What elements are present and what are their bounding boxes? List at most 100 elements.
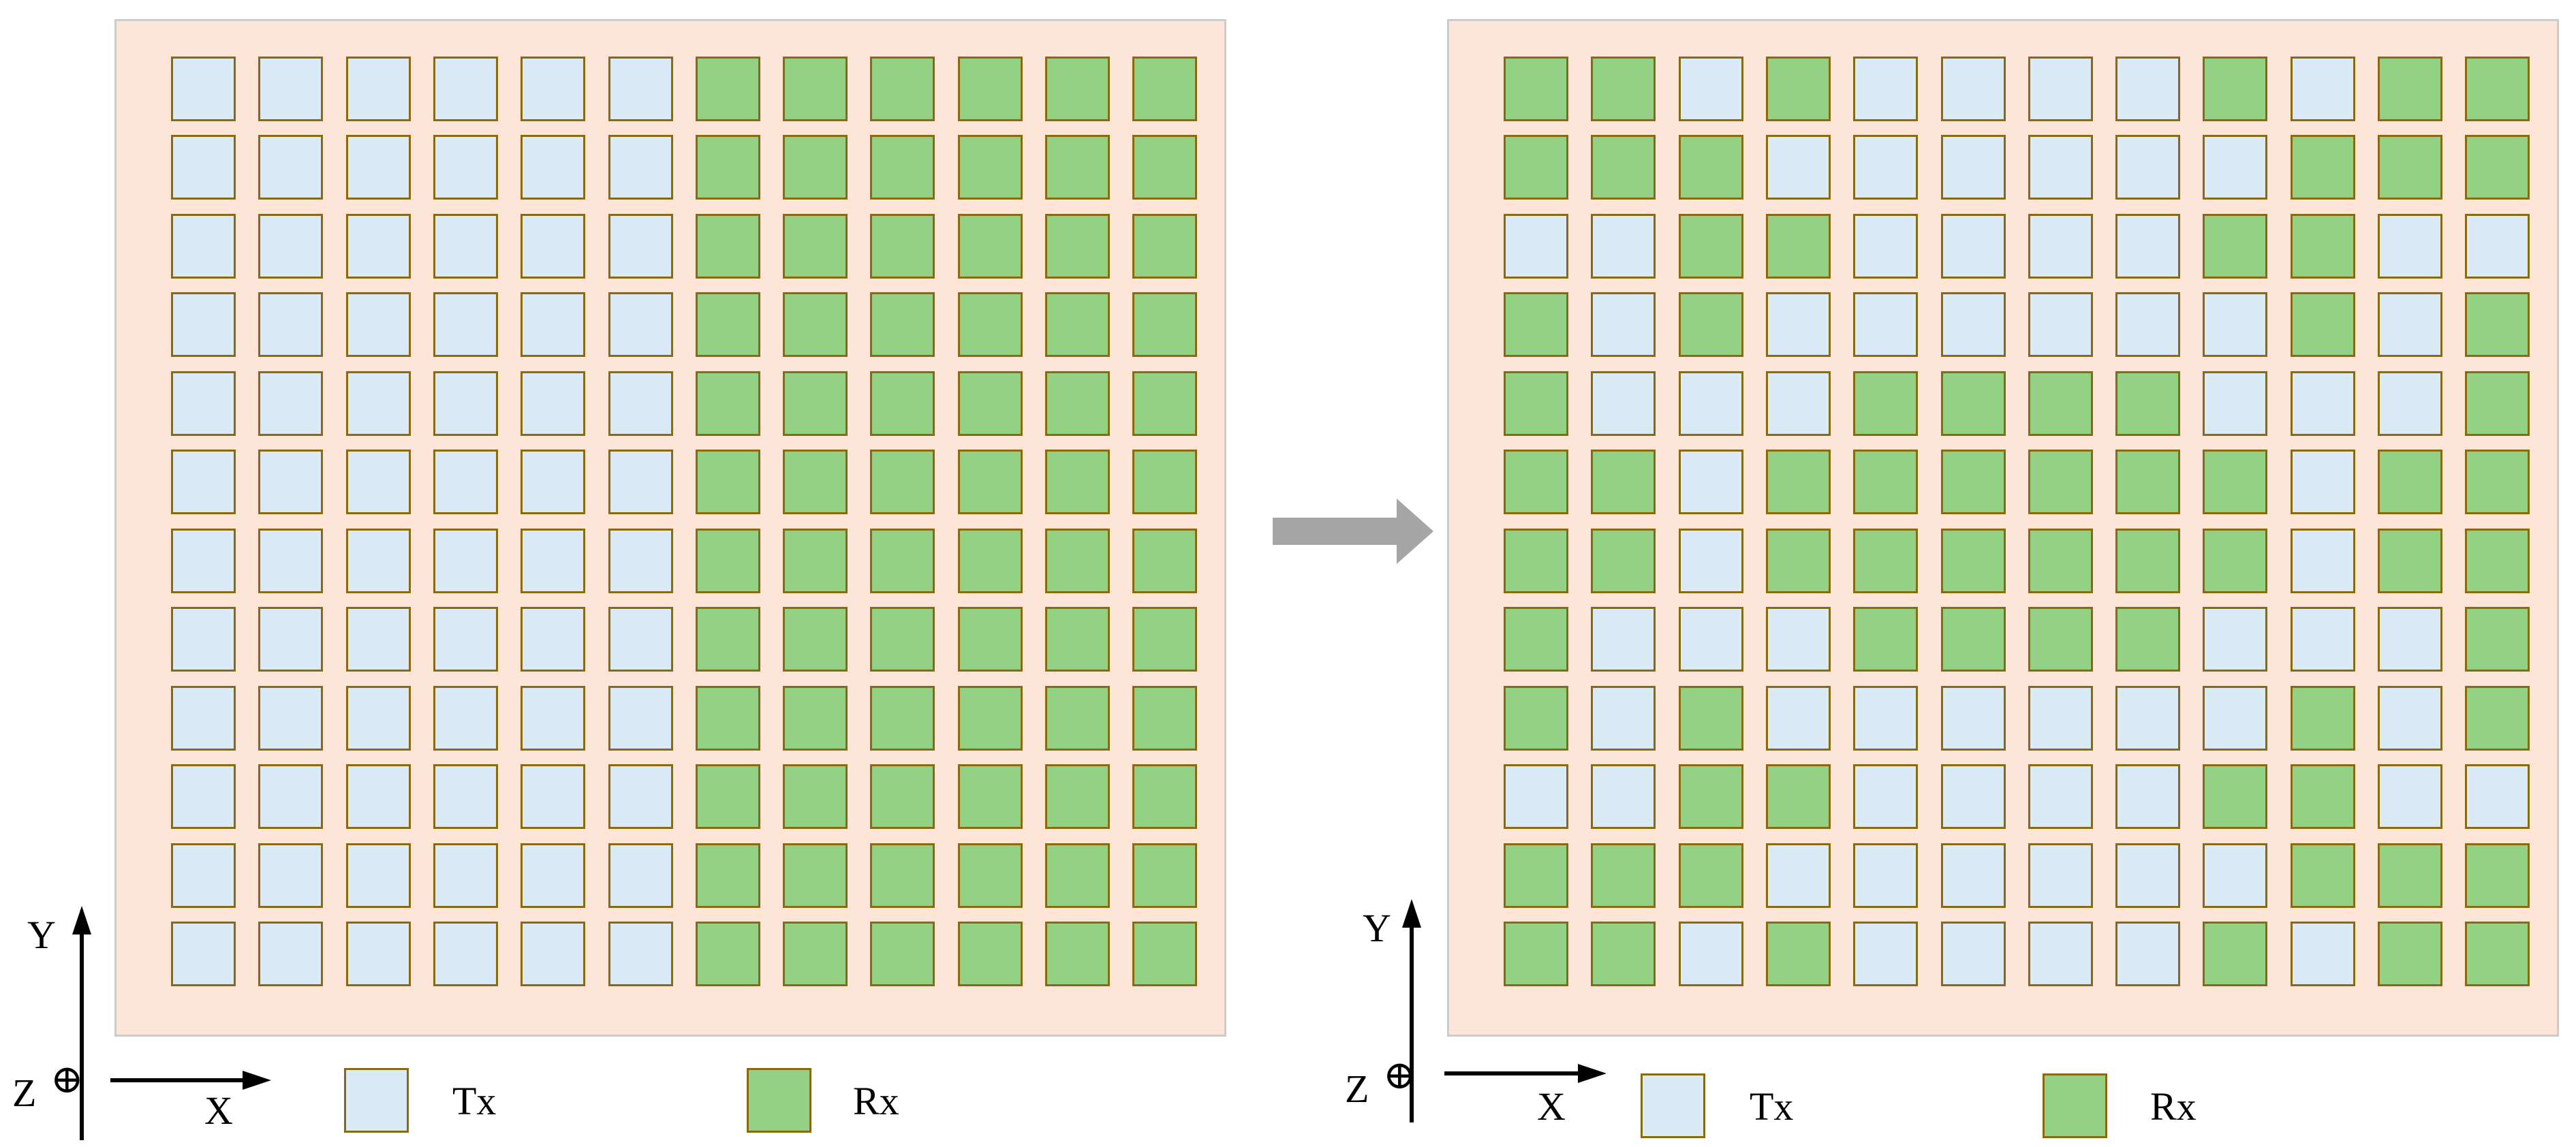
right-rx-element — [1679, 292, 1743, 357]
left-tx-element — [346, 529, 411, 593]
left-tx-element — [171, 686, 236, 751]
left-tx-element — [521, 764, 585, 829]
right-tx-element — [1766, 843, 1831, 908]
right-z-axis-label: Z — [1345, 1067, 1369, 1111]
right-rx-element — [2378, 529, 2442, 593]
left-rx-element — [1045, 764, 1110, 829]
right-rx-element — [1941, 529, 2006, 593]
right-rx-element — [1679, 764, 1743, 829]
right-rx-element — [2378, 57, 2442, 121]
right-tx-element — [2378, 686, 2442, 751]
right-tx-element — [1766, 371, 1831, 436]
left-tx-element — [258, 371, 323, 436]
left-rx-element — [870, 135, 935, 200]
left-tx-element — [521, 214, 585, 279]
right-rx-element — [1766, 57, 1831, 121]
left-tx-element — [521, 686, 585, 751]
left-tx-element — [433, 764, 498, 829]
right-rx-element — [1504, 57, 1568, 121]
left-rx-element — [783, 371, 848, 436]
left-rx-element — [1132, 764, 1197, 829]
left-tx-element — [346, 922, 411, 986]
left-tx-element — [346, 214, 411, 279]
left-rx-element — [1045, 135, 1110, 200]
right-tx-element — [2028, 135, 2093, 200]
right-z-out-icon: ⊕ — [1383, 1053, 1416, 1097]
right-rx-element — [2203, 529, 2267, 593]
right-tx-element — [2203, 843, 2267, 908]
right-legend-rx-label: Rx — [2150, 1084, 2197, 1129]
right-rx-element — [2465, 843, 2530, 908]
right-rx-element — [2378, 922, 2442, 986]
left-rx-element — [958, 57, 1023, 121]
left-rx-element — [696, 529, 760, 593]
left-tx-element — [171, 922, 236, 986]
left-tx-element — [608, 292, 673, 357]
right-rx-element — [2203, 922, 2267, 986]
left-tx-element — [171, 843, 236, 908]
left-tx-element — [171, 450, 236, 514]
right-rx-element — [2291, 843, 2355, 908]
right-tx-element — [2378, 214, 2442, 279]
right-tx-element — [2291, 450, 2355, 514]
left-tx-element — [433, 292, 498, 357]
left-legend-rx-label: Rx — [853, 1079, 899, 1123]
left-tx-element — [608, 764, 673, 829]
left-rx-element — [696, 214, 760, 279]
right-tx-element — [1766, 607, 1831, 672]
left-rx-element — [958, 450, 1023, 514]
right-rx-element — [1591, 922, 1656, 986]
right-rx-element — [2465, 922, 2530, 986]
left-tx-element — [346, 371, 411, 436]
right-tx-element — [1941, 214, 2006, 279]
left-tx-element — [521, 57, 585, 121]
left-rx-element — [783, 922, 848, 986]
left-rx-element — [696, 57, 760, 121]
left-rx-element — [696, 371, 760, 436]
right-rx-element — [1679, 135, 1743, 200]
left-tx-element — [171, 135, 236, 200]
right-tx-element — [2291, 607, 2355, 672]
left-tx-element — [258, 607, 323, 672]
left-tx-element — [433, 135, 498, 200]
right-rx-element — [2465, 607, 2530, 672]
right-rx-element — [1504, 686, 1568, 751]
left-tx-element — [346, 57, 411, 121]
left-tx-element — [521, 371, 585, 436]
left-rx-element — [1045, 214, 1110, 279]
transition-arrow-icon — [1273, 499, 1433, 564]
right-rx-element — [2465, 57, 2530, 121]
left-rx-element — [1045, 686, 1110, 751]
right-tx-element — [2378, 371, 2442, 436]
left-rx-element — [1045, 371, 1110, 436]
right-rx-element — [1591, 57, 1656, 121]
left-legend-rx-swatch — [747, 1068, 811, 1133]
left-rx-element — [1132, 292, 1197, 357]
left-rx-element — [870, 922, 935, 986]
right-tx-element — [2115, 686, 2180, 751]
left-tx-element — [258, 57, 323, 121]
right-rx-element — [2465, 529, 2530, 593]
right-tx-element — [1591, 686, 1656, 751]
left-rx-element — [958, 135, 1023, 200]
left-rx-element — [958, 922, 1023, 986]
left-rx-element — [870, 529, 935, 593]
right-tx-element — [1941, 764, 2006, 829]
right-rx-element — [1591, 135, 1656, 200]
right-rx-element — [2465, 292, 2530, 357]
right-rx-element — [2028, 529, 2093, 593]
right-rx-element — [2291, 764, 2355, 829]
left-tx-element — [171, 529, 236, 593]
left-rx-element — [870, 764, 935, 829]
right-tx-element — [2465, 214, 2530, 279]
left-tx-element — [608, 135, 673, 200]
left-rx-element — [1045, 529, 1110, 593]
left-tx-element — [608, 214, 673, 279]
left-tx-element — [258, 843, 323, 908]
left-rx-element — [1132, 843, 1197, 908]
left-tx-element — [346, 764, 411, 829]
right-tx-element — [2115, 843, 2180, 908]
right-rx-element — [1504, 922, 1568, 986]
right-rx-element — [1766, 450, 1831, 514]
right-tx-element — [1591, 371, 1656, 436]
